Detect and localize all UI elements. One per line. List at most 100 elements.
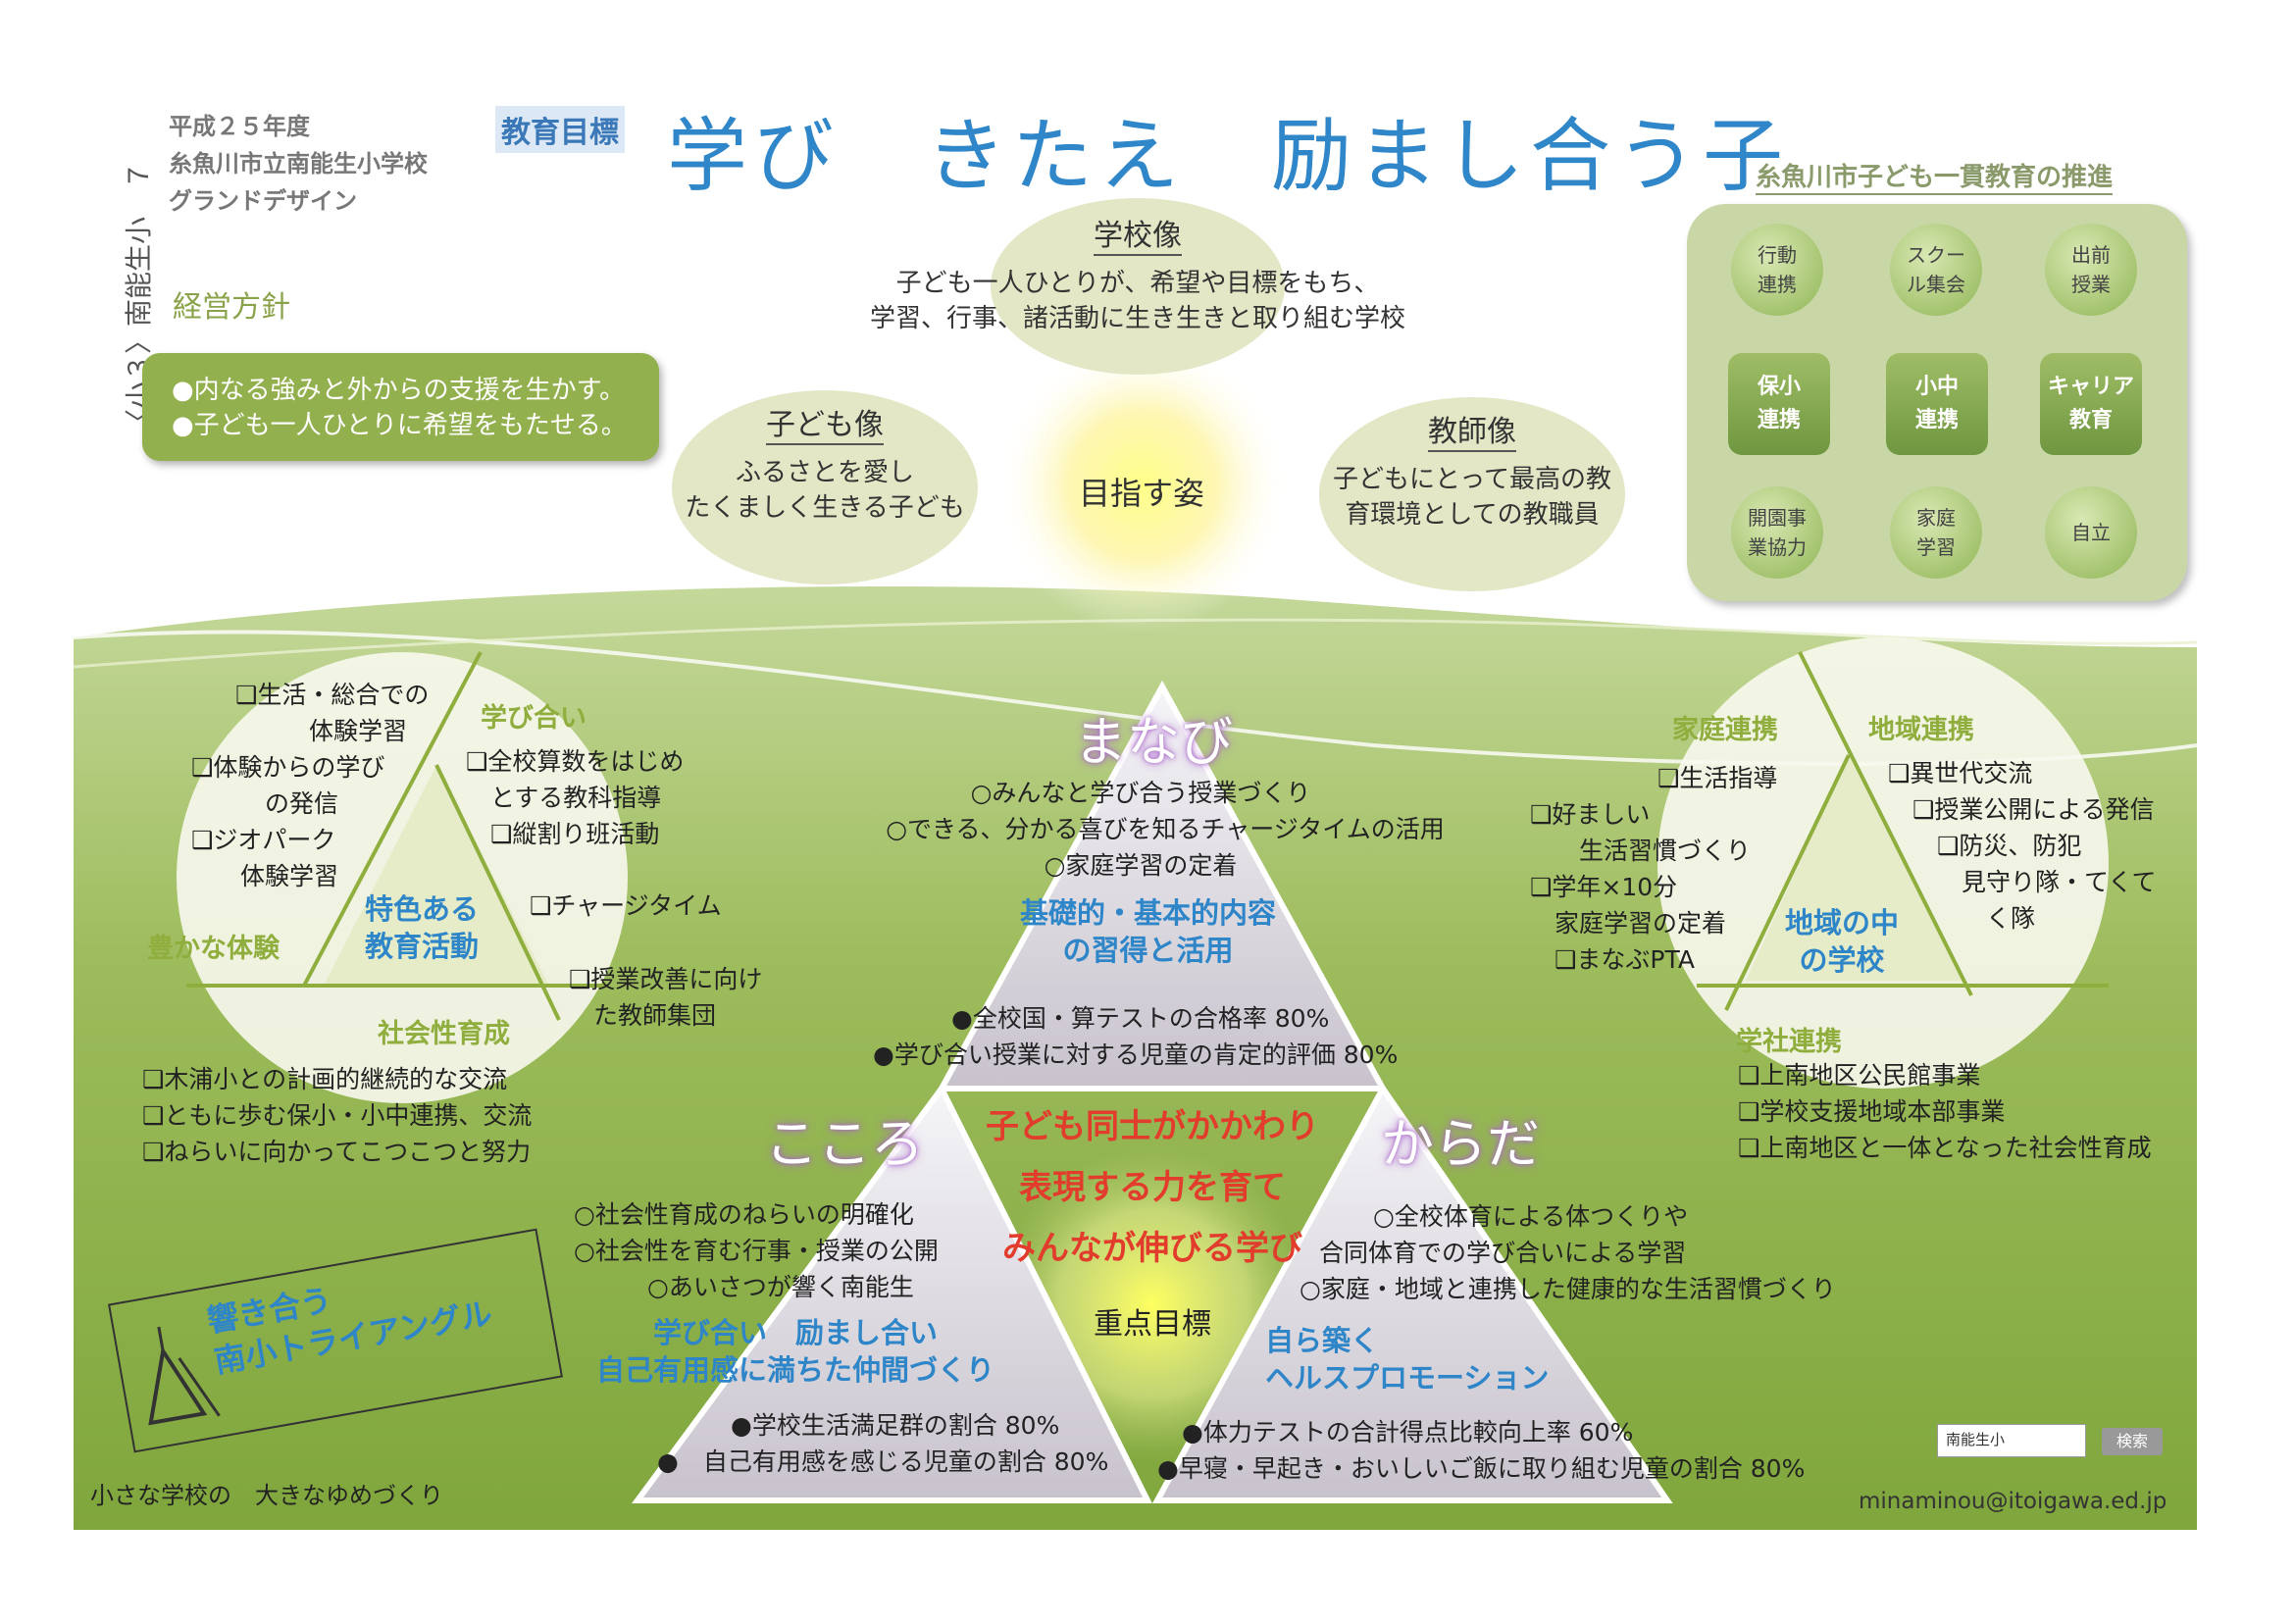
list-item: た教師集団 (569, 1001, 717, 1030)
left-bottom-list: ❑木浦小との計画的継続的な交流 ❑ともに歩む保小・小中連携、交流 ❑ねらいに向か… (142, 1061, 532, 1170)
year-label: 平成２５年度 (169, 113, 310, 140)
list-item: ●全校国・算テストの合格率 80% (951, 1004, 1330, 1033)
karada-items: ○全校体育による体つくりや 合同体育での学び合いによる学習 ○家庭・地域と連携し… (1300, 1198, 1836, 1307)
list-item: ❑防災、防犯 (1888, 832, 2082, 860)
school-vision-title: 学校像 (1094, 211, 1182, 256)
management-box: ●内なる強みと外からの支援を生かす。 ●子ども一人ひとりに希望をもたせる。 (142, 353, 659, 461)
triangle-instrument-icon (148, 1326, 221, 1426)
list-item: ❑授業公開による発信 (1888, 795, 2155, 824)
child-vision-line: ふるさとを愛し (735, 458, 914, 487)
school-header: 平成２５年度 糸魚川市立南能生小学校 グランドデザイン (169, 108, 428, 220)
label-community-school: 地域の中 の学校 (1785, 906, 1900, 977)
list-item: ○家庭学習の定着 (1044, 851, 1238, 880)
list-item: ○みんなと学び合う授業づくり (970, 779, 1311, 807)
list-item: ○できる、分かる喜びを知るチャージタイムの活用 (886, 815, 1445, 843)
list-item: ❑異世代交流 (1888, 759, 2033, 787)
list-item: ❑学年×10分 (1530, 873, 1678, 901)
karada-goal: 自ら築く ヘルスプロモーション (1265, 1324, 1550, 1395)
manabi-items: ○みんなと学び合う授業づくり ○できる、分かる喜びを知るチャージタイムの活用 ○… (851, 775, 1479, 884)
list-item: ○家庭・地域と連携した健康的な生活習慣づくり (1300, 1275, 1836, 1303)
promo-circle: 家庭 学習 (1890, 486, 1982, 579)
label-gakusha: 学社連携 (1736, 1027, 1842, 1057)
slogan-line: 表現する力を育て (1019, 1168, 1286, 1207)
promo-box: 保小 連携 (1728, 353, 1830, 455)
teacher-vision-title: 教師像 (1428, 407, 1516, 452)
left-list-a: ❑生活・総合での 体験学習 ❑体験からの学び の発信 ❑ジオパーク 体験学習 (191, 677, 430, 894)
list-item: ❑好ましい (1530, 800, 1651, 829)
promo-box: 小中 連携 (1886, 353, 1988, 455)
label-karada: からだ (1381, 1113, 1540, 1175)
school-vision-text: 学校像 子ども一人ひとりが、希望や目標をもち、 学習、行事、諸活動に生き生きと取… (843, 211, 1432, 336)
list-item: ❑学校支援地域本部事業 (1738, 1097, 2006, 1126)
school-name: 糸魚川市立南能生小学校 (169, 150, 428, 178)
list-item: 体験学習 (235, 717, 408, 745)
list-item: ❑生活・総合での (235, 681, 430, 709)
page-side-label: 〈小３〉南能生小 ７ (123, 161, 155, 436)
list-item: ❑まなぶPTA (1530, 945, 1695, 974)
label-chiiki: 地域連携 (1868, 715, 1974, 745)
contact-email[interactable]: minaminou@itoigawa.ed.jp (1859, 1489, 2167, 1514)
target-figure-label: 目指す姿 (1079, 475, 1205, 512)
promo-circle: スクー ル集会 (1890, 224, 1982, 316)
priority-goal-label: 重点目標 (1094, 1307, 1211, 1342)
list-item: ○あいさつが響く南能生 (574, 1273, 914, 1301)
list-item: ●早寝・早起き・おいしいご飯に取り組む児童の割合 80% (1157, 1454, 1806, 1483)
management-item: ●子ども一人ひとりに希望をもたせる。 (172, 411, 627, 440)
list-item: の発信 (191, 789, 339, 818)
karada-targets: ●体力テストの合計得点比較向上率 60% ●早寝・早起き・おいしいご飯に取り組む… (1157, 1414, 1805, 1487)
label-shakai: 社会性育成 (378, 1019, 510, 1049)
search-button[interactable]: 検索 (2102, 1428, 2163, 1455)
promotion-panel: 行動 連携 スクー ル集会 出前 授業 保小 連携 小中 連携 キャリア 教育 … (1687, 204, 2187, 601)
list-item: ❑ともに歩む保小・小中連携、交流 (142, 1101, 533, 1130)
list-item: ❑ジオパーク (191, 826, 336, 854)
hibiki-triangle-box: 響き合う 南小トライアングル (108, 1228, 563, 1453)
promotion-title: 糸魚川市子ども一貫教育の推進 (1756, 157, 2114, 195)
footer-slogan: 小さな学校の 大きなゆめづくり (90, 1482, 443, 1509)
slogan-line: みんなが伸びる学び (1002, 1229, 1302, 1268)
charge-time: ❑チャージタイム (530, 891, 722, 920)
label-yutaka: 豊かな体験 (147, 934, 280, 964)
list-item: ❑木浦小との計画的継続的な交流 (142, 1065, 508, 1093)
manabi-targets: ●全校国・算テストの合格率 80% ●学び合い授業に対する児童の肯定的評価 80… (873, 1000, 1398, 1073)
list-item: ❑体験からの学び (191, 753, 385, 782)
list-item: ❑授業改善に向け (569, 965, 763, 993)
list-item: ●学び合い授業に対する児童の肯定的評価 80% (873, 1040, 1399, 1069)
child-vision: 子ども像 ふるさとを愛し たくましく生きる子ども (672, 390, 978, 584)
teacher-group: ❑授業改善に向け た教師集団 (569, 961, 762, 1034)
label-special-activities: 特色ある 教育活動 (365, 892, 480, 963)
search-input[interactable]: 南能生小 (1937, 1424, 2086, 1457)
list-item: ❑上南地区公民館事業 (1738, 1061, 1981, 1090)
list-item: 生活習慣づくり (1530, 837, 1752, 865)
kokoro-targets: ●学校生活満足群の割合 80% ● 自己有用感を感じる児童の割合 80% (657, 1407, 1108, 1480)
label-manabi: まなび (1074, 711, 1233, 773)
kokoro-goal: 学び合い 励まし合い 自己有用感に満ちた仲間づくり (596, 1316, 995, 1387)
teacher-vision-line: 子どもにとって最高の教 (1333, 465, 1611, 494)
list-item: ●体力テストの合計得点比較向上率 60% (1182, 1418, 1634, 1446)
right-bottom-list: ❑上南地区公民館事業 ❑学校支援地域本部事業 ❑上南地区と一体となった社会性育成 (1738, 1057, 2152, 1166)
center-slogan: 子ども同士がかかわり 表現する力を育て みんなが伸びる学び (966, 1096, 1339, 1279)
list-item: ❑ねらいに向かってこつこつと努力 (142, 1138, 532, 1166)
kokoro-items: ○社会性育成のねらいの明確化 ○社会性を育む行事・授業の公開 ○あいさつが響く南… (574, 1196, 939, 1305)
list-item: ○社会性育成のねらいの明確化 (574, 1200, 914, 1229)
right-list-a: ❑生活指導 (1657, 764, 1778, 792)
management-label: 経営方針 (173, 290, 290, 325)
child-vision-title: 子ども像 (766, 400, 884, 445)
list-item: ● 自己有用感を感じる児童の割合 80% (657, 1447, 1109, 1476)
left-list-b: ❑全校算数をはじめ とする教科指導 ❑縦割り班活動 (466, 743, 684, 852)
list-item: 体験学習 (191, 862, 339, 890)
list-item: ○社会性を育む行事・授業の公開 (574, 1237, 939, 1265)
teacher-vision-line: 育環境としての教職員 (1345, 500, 1600, 530)
list-item: ❑縦割り班活動 (490, 820, 660, 848)
list-item: ❑上南地区と一体となった社会性育成 (1738, 1134, 2152, 1162)
list-item: く隊 (1888, 904, 2036, 933)
main-title: 学び きたえ 励まし合う子 (667, 110, 1790, 203)
promo-box: キャリア 教育 (2040, 353, 2142, 455)
right-list-c: ❑異世代交流 ❑授業公開による発信 ❑防災、防犯 見守り隊・てくて く隊 (1888, 755, 2157, 937)
list-item: とする教科指導 (466, 784, 662, 812)
list-item: 家庭学習の定着 (1530, 909, 1727, 938)
promo-circle: 自立 (2045, 486, 2137, 579)
label-kokoro: こころ (765, 1113, 924, 1175)
school-vision-line: 学習、行事、諸活動に生き生きと取り組む学校 (869, 304, 1405, 333)
school-vision (991, 198, 1285, 375)
